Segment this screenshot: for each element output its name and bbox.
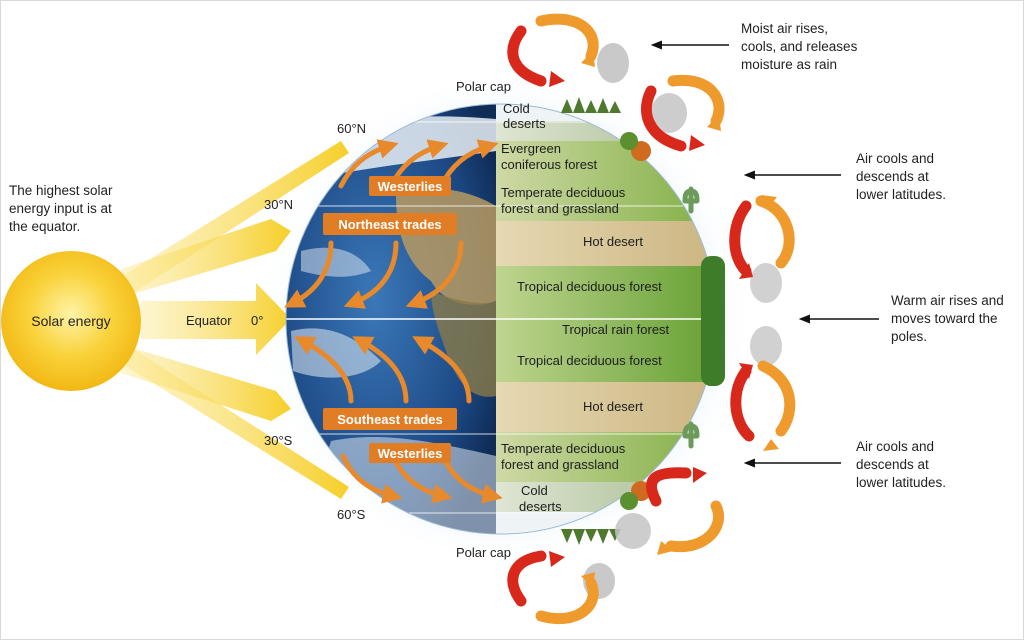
ray-30n bbox=[121, 219, 291, 296]
rain-cloud-5 bbox=[615, 513, 651, 549]
note-air-cools-north-2: descends at bbox=[856, 169, 929, 184]
biome-labels: Cold deserts Evergreen coniferous forest… bbox=[501, 101, 670, 514]
westerly-arrow-n1 bbox=[338, 139, 399, 189]
ne-trade-arrow-1 bbox=[284, 240, 334, 308]
note-air-cools-north-1: Air cools and bbox=[856, 151, 934, 166]
northeast-trades-label: Northeast trades bbox=[338, 217, 441, 232]
latitude-labels: 60°N 30°N Equator 0° 30°S 60°S bbox=[186, 121, 366, 522]
biome-tropical-deciduous-south: Tropical deciduous forest bbox=[517, 353, 662, 368]
convection-cells bbox=[507, 13, 796, 625]
note-warm-air-2: moves toward the bbox=[891, 311, 998, 326]
cell-polar-north bbox=[507, 13, 599, 87]
rainforest-trees bbox=[701, 256, 725, 386]
biome-hot-desert-south: Hot desert bbox=[583, 399, 643, 414]
conifer-trees-south bbox=[561, 529, 621, 545]
cactus-south bbox=[682, 421, 700, 449]
cell-polar-south bbox=[507, 550, 599, 625]
southeast-trades-label: Southeast trades bbox=[337, 412, 442, 427]
ray-30s bbox=[121, 346, 291, 421]
cell-ferrel-south bbox=[646, 467, 725, 555]
note-moist-air-3: moisture as rain bbox=[741, 57, 837, 72]
lat-label-60s: 60°S bbox=[337, 507, 366, 522]
note-air-cools-north-3: lower latitudes. bbox=[856, 187, 946, 202]
biome-tropical-rain-forest: Tropical rain forest bbox=[562, 322, 670, 337]
westerlies-north-label: Westerlies bbox=[378, 179, 443, 194]
annotations: Moist air rises, cools, and releases moi… bbox=[650, 21, 1004, 490]
sun-disc bbox=[1, 251, 141, 391]
westerly-arrow-s1 bbox=[340, 453, 403, 504]
ne-trade-arrow-2 bbox=[343, 240, 399, 309]
deciduous-tree-south bbox=[620, 492, 638, 510]
southeast-trades-badge bbox=[323, 408, 457, 430]
note-air-cools-south-2: descends at bbox=[856, 457, 929, 472]
cactus-north bbox=[682, 186, 700, 214]
rain-cloud-4 bbox=[750, 326, 782, 366]
biome-evergreen-1: Evergreen bbox=[501, 141, 561, 156]
lat-label-60n: 60°N bbox=[337, 121, 366, 136]
solar-note-line-1: The highest solar bbox=[9, 183, 113, 198]
note-air-cools-south-1: Air cools and bbox=[856, 439, 934, 454]
note-air-cools-south-3: lower latitudes. bbox=[856, 475, 946, 490]
solar-note-line-3: the equator. bbox=[9, 219, 80, 234]
note-moist-air-1: Moist air rises, bbox=[741, 21, 828, 36]
biome-temperate-south-2: forest and grassland bbox=[501, 457, 619, 472]
vegetation bbox=[561, 97, 725, 545]
ray-60s bbox=[111, 341, 349, 499]
solar-rays bbox=[111, 141, 349, 499]
note-moist-air-2: cools, and releases bbox=[741, 39, 858, 54]
biome-hot-desert-north: Hot desert bbox=[583, 234, 643, 249]
rain-cloud-1 bbox=[597, 43, 629, 83]
cell-ferrel-north bbox=[640, 74, 725, 152]
biome-cold-deserts-north-1: Cold bbox=[503, 101, 530, 116]
sun-label: Solar energy bbox=[31, 313, 110, 329]
westerlies-north-badge bbox=[369, 176, 451, 196]
polar-cap-south-label: Polar cap bbox=[456, 545, 511, 560]
lat-label-30n: 30°N bbox=[264, 197, 293, 212]
solar-note-line-2: energy input is at bbox=[9, 201, 112, 216]
northeast-trades-badge bbox=[323, 213, 457, 235]
biome-tropical-deciduous-north: Tropical deciduous forest bbox=[517, 279, 662, 294]
deciduous-tree-north bbox=[620, 132, 638, 150]
rain-cloud-2 bbox=[651, 93, 687, 133]
lat-label-30s: 30°S bbox=[264, 433, 293, 448]
wind-labels: Westerlies Northeast trades Southeast tr… bbox=[323, 176, 457, 463]
rain-cloud-3 bbox=[750, 263, 782, 303]
cell-hadley-south bbox=[730, 360, 796, 451]
cell-hadley-north bbox=[729, 195, 795, 279]
ne-trade-arrow-3 bbox=[405, 240, 464, 309]
ray-equator bbox=[141, 283, 291, 355]
biome-temperate-south-1: Temperate deciduous bbox=[501, 441, 626, 456]
biome-cold-deserts-north-2: deserts bbox=[503, 116, 546, 131]
westerlies-south-badge bbox=[369, 443, 451, 463]
rain-clouds bbox=[583, 43, 782, 599]
biome-evergreen-2: coniferous forest bbox=[501, 157, 597, 172]
note-warm-air-1: Warm air rises and bbox=[891, 293, 1004, 308]
conifer-trees-north bbox=[561, 97, 621, 113]
equator-degree-label: 0° bbox=[251, 313, 263, 328]
note-warm-air-3: poles. bbox=[891, 329, 927, 344]
biome-temperate-north-1: Temperate deciduous bbox=[501, 185, 626, 200]
sun: Solar energy bbox=[1, 251, 141, 391]
se-trade-arrow-1 bbox=[294, 336, 354, 404]
se-trade-arrow-2 bbox=[352, 336, 409, 404]
biome-cold-deserts-south-2: deserts bbox=[519, 499, 562, 514]
biome-cold-deserts-south-1: Cold bbox=[521, 483, 548, 498]
se-trade-arrow-3 bbox=[412, 336, 472, 404]
biome-temperate-north-2: forest and grassland bbox=[501, 201, 619, 216]
westerlies-south-label: Westerlies bbox=[378, 446, 443, 461]
polar-cap-north-label: Polar cap bbox=[456, 79, 511, 94]
solar-note: The highest solar energy input is at the… bbox=[9, 183, 113, 234]
equator-label: Equator bbox=[186, 313, 232, 328]
